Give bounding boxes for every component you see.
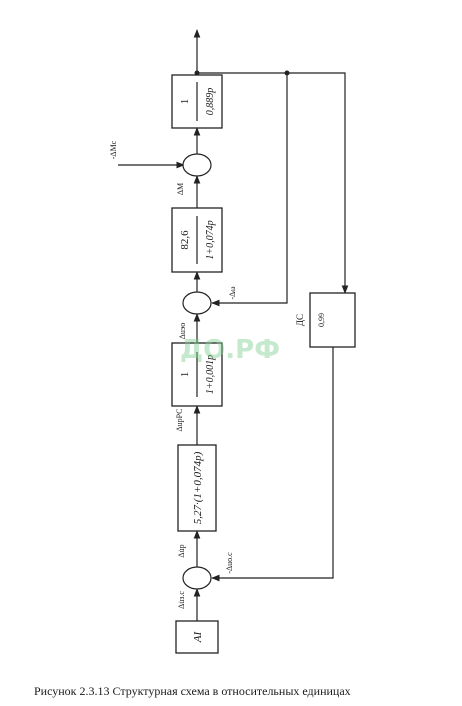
wire-to-speed-sensor (287, 72, 349, 294)
signal-label-sum2-in: Δuэо (178, 323, 187, 340)
block-ai (175, 620, 219, 654)
wire-speed-sensor-feedback (211, 347, 334, 582)
block-tf3: 1 0,889p (171, 74, 223, 129)
signal-label-in-zad: Δu̇з.с (177, 591, 186, 609)
block-regulator-label: 5,27·(1+0,074p) (192, 451, 204, 524)
block-tf2: 82,6 1+0,074p (171, 207, 223, 273)
block-speed-sensor-value: 0,99 (317, 313, 326, 327)
block-tf1: 1 1+0,001p (171, 342, 223, 407)
block-regulator (177, 444, 217, 532)
block-tf3-denominator: 0,889p (205, 88, 216, 116)
block-tf2-numerator: 82,6 (179, 230, 191, 250)
block-tf2-denominator: 1+0,074p (205, 220, 216, 259)
figure-caption: Рисунок 2.3.13 Структурная схема в относ… (34, 684, 351, 698)
summing-junction-1 (182, 566, 212, 590)
signal-label-reg-out: ΔuрРС (175, 408, 184, 431)
signal-label-sum3-in: ΔM (176, 183, 185, 195)
signal-label-load: -ΔMс (109, 140, 118, 159)
wire-speed-feedback (197, 72, 288, 307)
block-tf1-denominator: 1+0,001p (205, 355, 216, 394)
block-tf3-numerator: 1 (179, 99, 191, 105)
signal-label-fb-omega: -Δω (228, 286, 237, 299)
signal-label-fb-ds: -Δuо.с (225, 552, 234, 574)
block-ai-label: AI (192, 630, 204, 643)
signal-label-err: Δu̇р (177, 544, 186, 557)
junction-node-output (194, 70, 200, 76)
block-speed-sensor (309, 292, 356, 348)
summing-junction-2 (182, 291, 212, 315)
summing-junction-3 (182, 153, 212, 177)
watermark: ДО.РФ (180, 335, 280, 365)
block-speed-sensor-label: ДС (295, 314, 305, 326)
block-tf1-numerator: 1 (179, 372, 191, 378)
